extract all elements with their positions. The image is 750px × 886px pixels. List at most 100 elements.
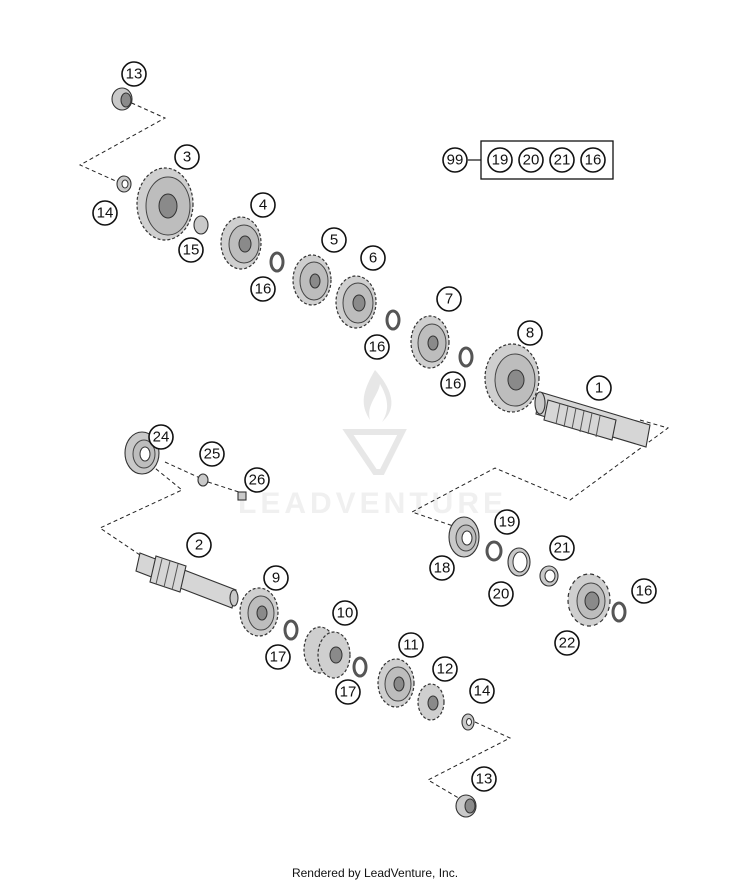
shaft-seal-20 [507, 547, 531, 577]
callout-25-label: 25 [204, 446, 221, 463]
callout-15[interactable]: 15 [178, 237, 204, 263]
callout-14-bottom-label: 14 [474, 683, 491, 700]
callout-16-c-label: 16 [445, 376, 462, 393]
kit-member-19-label: 19 [492, 152, 509, 169]
callout-14-top[interactable]: 14 [92, 200, 118, 226]
callout-6[interactable]: 6 [360, 245, 386, 271]
callout-3[interactable]: 3 [174, 144, 200, 170]
callout-19-label: 19 [499, 514, 516, 531]
callout-6-label: 6 [369, 250, 377, 267]
washer-14-bottom [461, 713, 475, 731]
kit-member-20[interactable]: 20 [518, 147, 544, 173]
spacer-21 [539, 565, 559, 587]
callout-8-label: 8 [526, 325, 534, 342]
callout-25[interactable]: 25 [199, 441, 225, 467]
callout-15-label: 15 [183, 242, 200, 259]
kit-member-20-label: 20 [523, 152, 540, 169]
callout-17-a[interactable]: 17 [265, 644, 291, 670]
callout-14-top-label: 14 [97, 205, 114, 222]
callout-18[interactable]: 18 [429, 555, 455, 581]
circlip-17-b [352, 656, 368, 678]
gear-11 [377, 658, 415, 708]
callout-22[interactable]: 22 [554, 630, 580, 656]
callout-7[interactable]: 7 [436, 286, 462, 312]
kit-member-21[interactable]: 21 [549, 147, 575, 173]
assembly-lines [78, 99, 670, 801]
callout-10[interactable]: 10 [332, 600, 358, 626]
callout-4-label: 4 [259, 197, 267, 214]
callout-22-label: 22 [559, 635, 576, 652]
leadventure-watermark: LEADVENTURE [238, 370, 507, 520]
watermark-text: LEADVENTURE [238, 487, 507, 520]
gear-12 [417, 683, 445, 721]
circlip-16-a [269, 251, 285, 273]
callout-99[interactable]: 99 [442, 147, 468, 173]
main-shaft-1 [534, 391, 651, 448]
callout-4[interactable]: 4 [250, 192, 276, 218]
callout-16-d-label: 16 [636, 583, 653, 600]
needle-bearing-13-bottom [455, 794, 477, 818]
kit-member-16-label: 16 [585, 152, 602, 169]
callout-26-label: 26 [249, 472, 266, 489]
kit-member-16[interactable]: 16 [580, 147, 606, 173]
callout-20[interactable]: 20 [488, 581, 514, 607]
callout-13-top-label: 13 [126, 66, 143, 83]
callout-10-label: 10 [337, 605, 354, 622]
callout-7-label: 7 [445, 291, 453, 308]
callout-24[interactable]: 24 [148, 424, 174, 450]
callout-9-label: 9 [272, 570, 280, 587]
callout-20-label: 20 [493, 586, 510, 603]
callout-13-top[interactable]: 13 [121, 61, 147, 87]
gear-7 [410, 315, 450, 369]
kit-member-21-label: 21 [554, 152, 571, 169]
callout-2-label: 2 [195, 537, 203, 554]
callout-21-label: 21 [554, 540, 571, 557]
gear-3 [136, 167, 194, 241]
callout-17-b[interactable]: 17 [335, 679, 361, 705]
countershaft-2 [135, 552, 239, 609]
callout-1-label: 1 [595, 380, 603, 397]
callout-3-label: 3 [183, 149, 191, 166]
sprocket-22 [567, 573, 611, 627]
callout-12[interactable]: 12 [432, 656, 458, 682]
callout-5[interactable]: 5 [321, 227, 347, 253]
footer-credit: Rendered by LeadVenture, Inc. [291, 866, 459, 880]
callout-16-a[interactable]: 16 [250, 276, 276, 302]
circlip-16-b [385, 309, 401, 331]
callout-17-a-label: 17 [270, 649, 287, 666]
callout-16-b-label: 16 [369, 339, 386, 356]
gear-9 [239, 587, 279, 637]
callout-14-bottom[interactable]: 14 [469, 678, 495, 704]
kit-member-19[interactable]: 19 [487, 147, 513, 173]
callout-11[interactable]: 11 [398, 632, 424, 658]
callout-16-d[interactable]: 16 [631, 578, 657, 604]
callout-21[interactable]: 21 [549, 535, 575, 561]
callout-13-bottom[interactable]: 13 [471, 766, 497, 792]
callout-11-label: 11 [403, 637, 419, 654]
circlip-16-d [611, 601, 627, 623]
callout-5-label: 5 [330, 232, 338, 249]
bushing-15 [193, 215, 209, 235]
gear-5 [292, 254, 332, 306]
callout-19[interactable]: 19 [494, 509, 520, 535]
callout-2[interactable]: 2 [186, 532, 212, 558]
ball-bearing-18 [448, 516, 480, 558]
callout-9[interactable]: 9 [263, 565, 289, 591]
gear-8 [484, 343, 540, 413]
callout-17-b-label: 17 [340, 684, 357, 701]
gear-10 [303, 626, 351, 679]
screw-26 [237, 491, 247, 501]
callout-26[interactable]: 26 [244, 467, 270, 493]
callout-18-label: 18 [434, 560, 451, 577]
callout-13-bottom-label: 13 [476, 771, 493, 788]
ring-19 [485, 540, 503, 562]
callout-8[interactable]: 8 [517, 320, 543, 346]
callout-16-b[interactable]: 16 [364, 334, 390, 360]
callout-1[interactable]: 1 [586, 375, 612, 401]
callout-24-label: 24 [153, 429, 170, 446]
circlip-17-a [283, 619, 299, 641]
circlip-16-c [458, 346, 474, 368]
washer-14-top [116, 175, 132, 193]
kit-group-99: 99 19 20 21 16 [442, 140, 614, 180]
callout-16-c[interactable]: 16 [440, 371, 466, 397]
